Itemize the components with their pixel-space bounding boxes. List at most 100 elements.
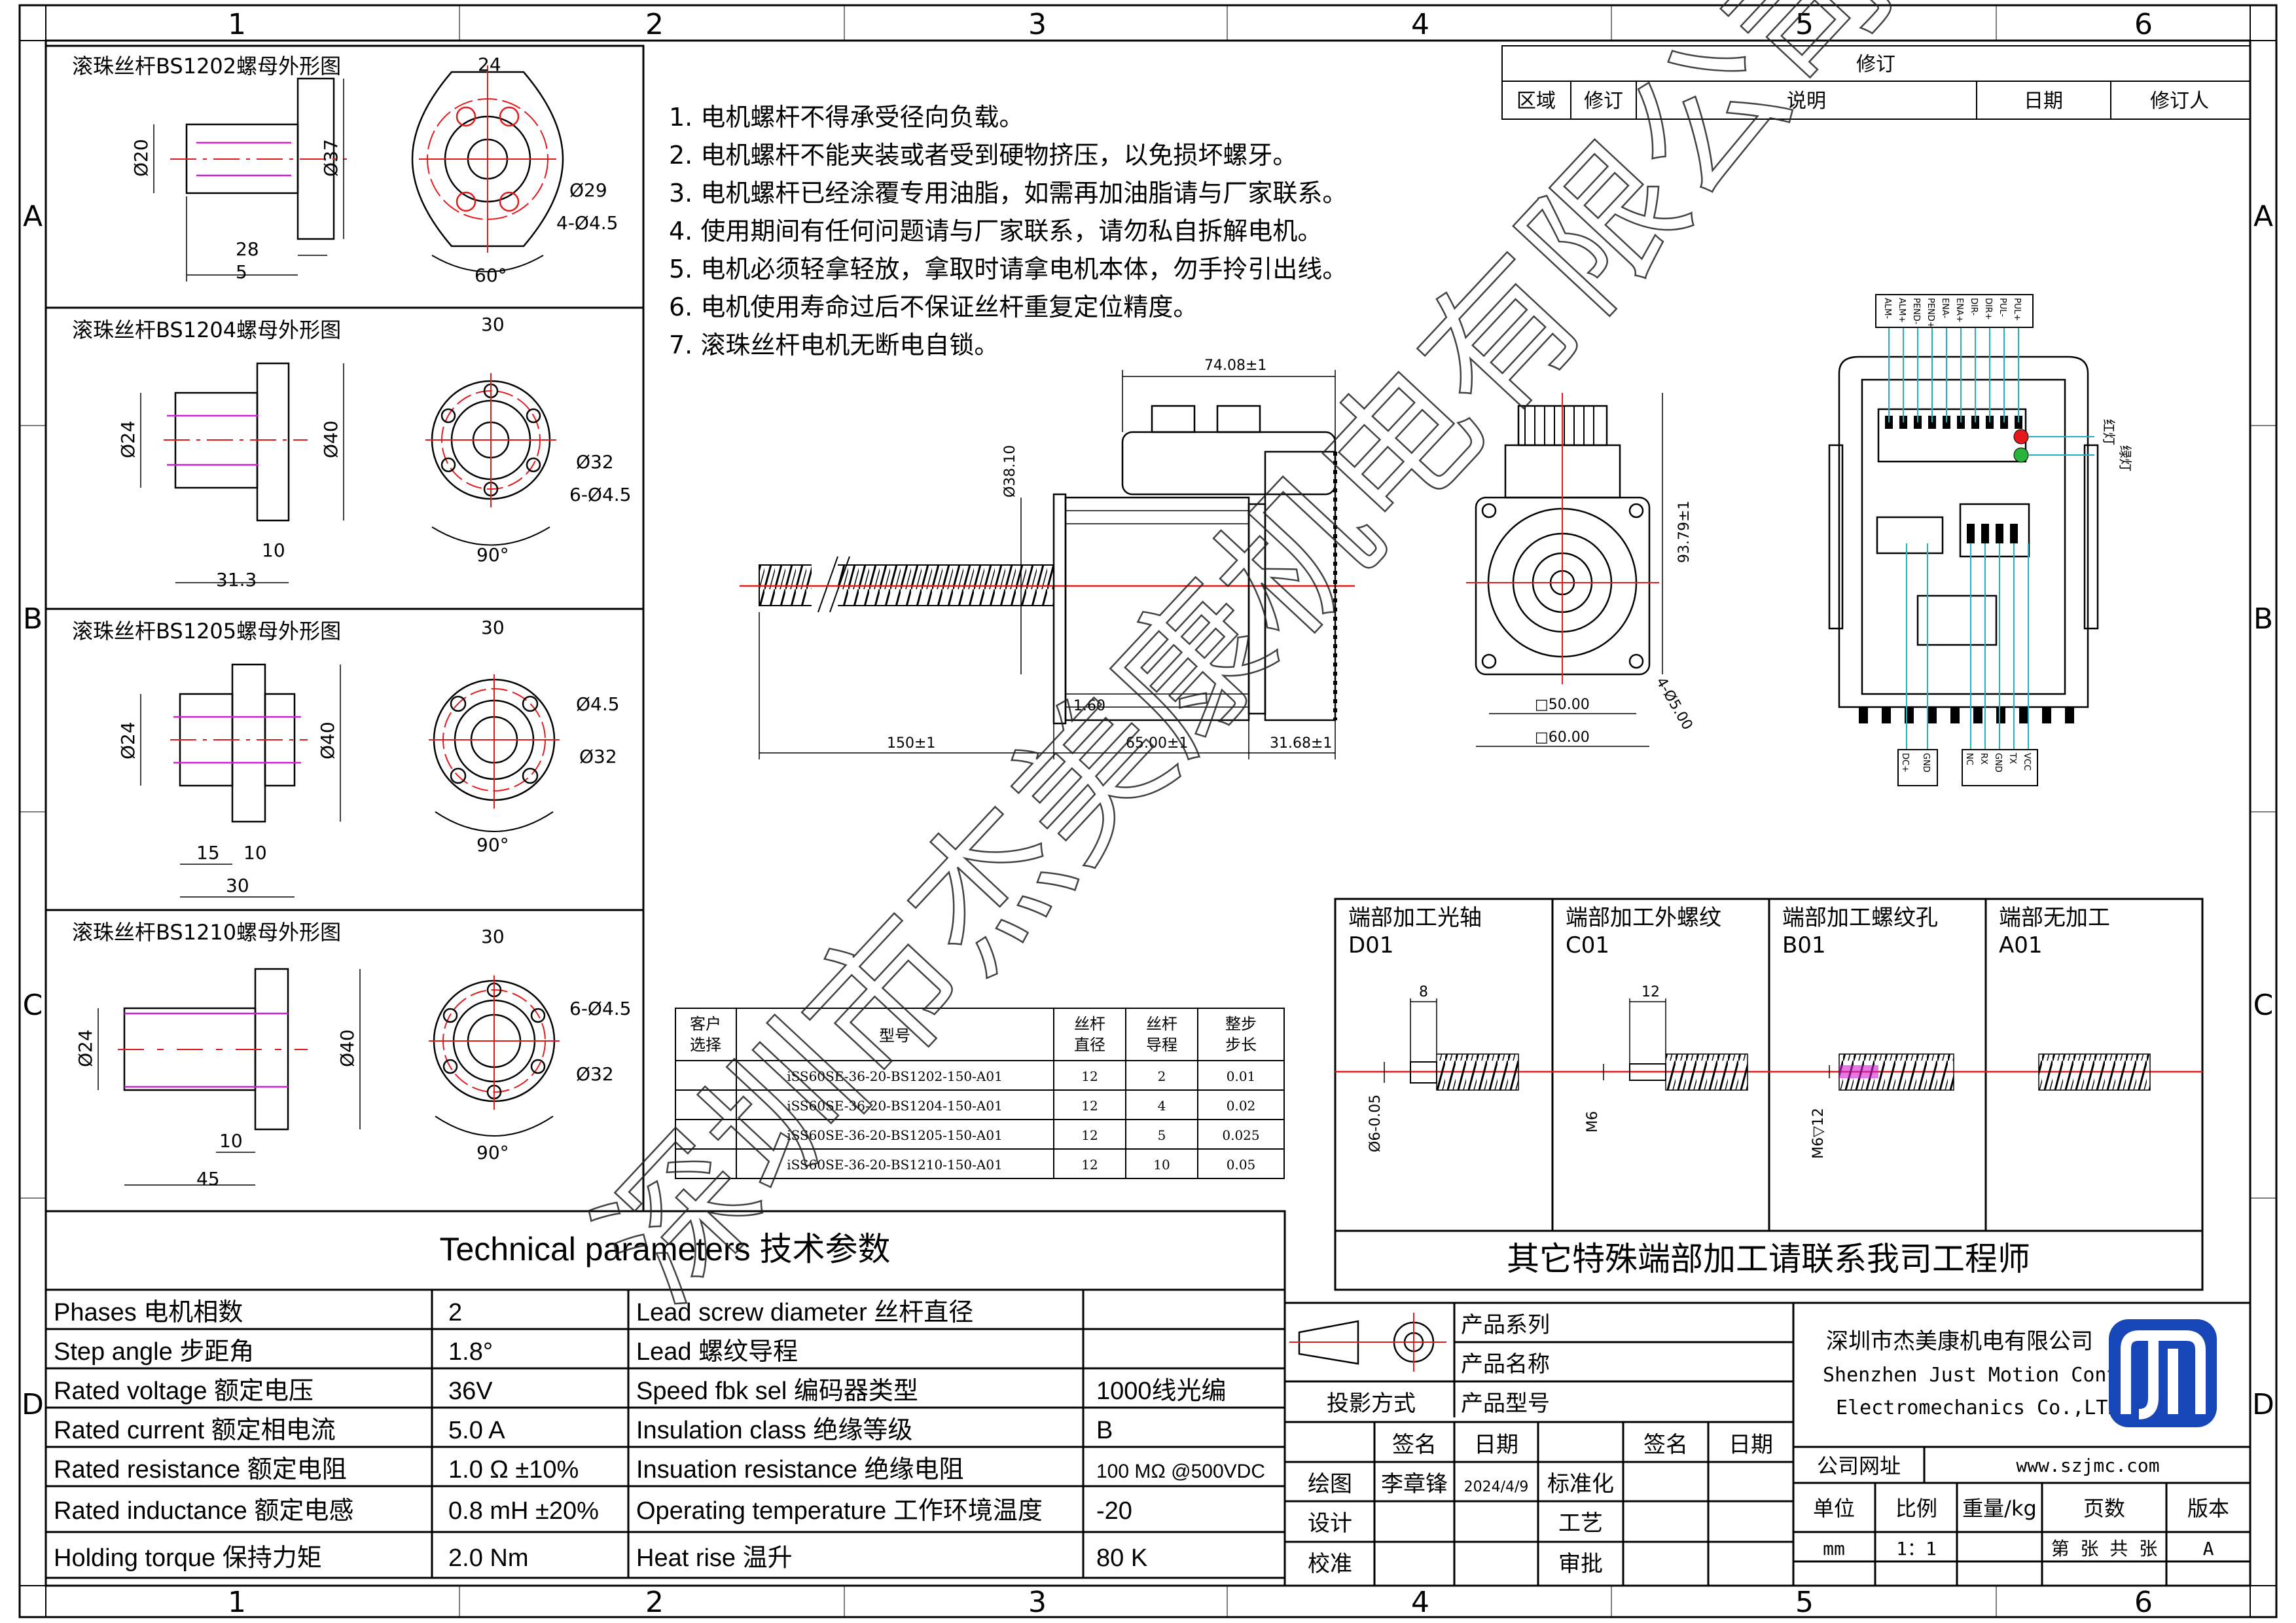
dim: Ø24 (117, 420, 139, 458)
title-block: 产品系列 产品名称 产品型号 投影方式 签名 日期 签名 日期 绘图 李章锋 2… (1283, 1302, 2251, 1587)
dim: Ø37 (320, 139, 342, 177)
dim: 30 (481, 617, 505, 638)
company-en: Shenzhen Just Motion Control (1823, 1364, 2154, 1387)
dim: 74.08±1 (1204, 357, 1266, 374)
pin-label: ENA+ (1954, 298, 1964, 323)
col-label: 2 (645, 8, 664, 41)
table-header: 选择 (690, 1036, 721, 1054)
dim: Ø38.10 (1002, 445, 1018, 498)
tb-label: 签名 (1392, 1432, 1437, 1458)
table-cell: 5 (1158, 1127, 1166, 1143)
tech-value: 80 K (1096, 1544, 1147, 1572)
tb-label: 工艺 (1558, 1510, 1603, 1537)
nut-title: 滚珠丝杆BS1202螺母外形图 (72, 54, 341, 79)
tech-table: Technical parameters 技术参数 Phases 电机相数 2 … (45, 1210, 1286, 1579)
tb-value: 李章锋 (1381, 1471, 1448, 1497)
company-logo (2109, 1319, 2217, 1427)
website: www.szjmc.com (2016, 1455, 2159, 1476)
dim: 4-Ø5.00 (1653, 675, 1696, 733)
tb-label: 产品名称 (1461, 1351, 1550, 1377)
pin-label: PUL- (1998, 298, 2007, 317)
col-label: 2 (645, 1586, 664, 1619)
tb-label: 单位 (1813, 1496, 1855, 1521)
tech-label: Heat rise 温升 (636, 1544, 793, 1572)
end-title: 端部加工光轴 (1348, 905, 1482, 931)
col-label: 1 (228, 8, 246, 41)
pin-label: VCC (2022, 753, 2032, 771)
company-en: Electromechanics Co.,LTD (1836, 1396, 2119, 1419)
dim: Ø24 (117, 721, 139, 759)
tech-label: Operating temperature 工作环境温度 (636, 1497, 1043, 1525)
nut-panel-1204: 滚珠丝杆BS1204螺母外形图 Ø24 Ø40 10 31.3 30 Ø32 6… (72, 314, 632, 591)
col-label: 6 (2134, 8, 2153, 41)
row-label: A (2253, 200, 2273, 233)
led-label: 绿灯 (2117, 445, 2133, 471)
dim: Ø20 (130, 139, 152, 177)
tb-label: 公司网址 (1817, 1453, 1901, 1478)
table-cell: 0.05 (1227, 1157, 1256, 1173)
tech-title: Technical parameters 技术参数 (439, 1231, 890, 1267)
tech-label: Step angle 步距角 (54, 1338, 254, 1366)
nut-panel-1210: 滚珠丝杆BS1210螺母外形图 Ø24 Ø40 10 45 30 6-Ø4.5 … (72, 920, 632, 1190)
tb-label: 绘图 (1308, 1471, 1352, 1497)
table-cell: 12 (1081, 1068, 1098, 1084)
dim: Ø6-0.05 (1367, 1095, 1384, 1152)
nut-title: 滚珠丝杆BS1210螺母外形图 (72, 920, 341, 945)
tech-value: 0.8 mH ±20% (448, 1497, 599, 1525)
dim: 4-Ø4.5 (556, 212, 619, 234)
table-cell: 0.01 (1227, 1068, 1256, 1084)
dim: Ø32 (576, 451, 614, 473)
row-label: B (23, 602, 43, 636)
table-cell: iSS60SE-36-20-BS1205-150-A01 (787, 1127, 1003, 1143)
revision-block: 修订 区域 修订 说明 日期 修订人 (1501, 45, 2251, 120)
tech-value: -20 (1096, 1497, 1132, 1525)
col-label: 4 (1411, 8, 1429, 41)
col-label: 4 (1411, 1586, 1429, 1619)
row-label: D (22, 1388, 44, 1421)
nut-panel-1202: 滚珠丝杆BS1202螺母外形图 Ø20 Ø37 28 5 24 Ø29 4-Ø4… (72, 54, 619, 286)
red-led (2013, 429, 2029, 445)
dim: 31.68±1 (1270, 735, 1332, 752)
dim: 6-Ø4.5 (569, 998, 632, 1019)
end-code: D01 (1348, 932, 1393, 958)
note-line: 6. 电机使用寿命过后不保证丝杆重复定位精度。 (669, 293, 1198, 321)
dim: 30 (226, 875, 249, 896)
dim: Ø32 (576, 1063, 614, 1085)
tb-label: 投影方式 (1327, 1391, 1416, 1417)
dim: 30 (481, 314, 505, 335)
tech-label: Holding torque 保持力矩 (54, 1544, 322, 1572)
table-cell: 12 (1081, 1098, 1098, 1114)
revision-title: 修订 (1856, 53, 1895, 76)
driver-connector-view: ALM- ALM+ PEND- PEND+ ENA- ENA+ DIR- DIR… (1828, 294, 2133, 786)
col-label: 3 (1028, 1586, 1047, 1619)
dim: 90° (476, 544, 509, 566)
table-cell: 10 (1153, 1157, 1170, 1173)
tech-value: 5.0 A (448, 1417, 505, 1444)
tb-label: 重量/kg (1962, 1496, 2037, 1521)
green-led (2013, 447, 2029, 463)
dim: 60° (475, 264, 507, 286)
col-label: 1 (228, 1586, 246, 1619)
dim: Ø40 (336, 1029, 358, 1067)
table-cell: 12 (1081, 1157, 1098, 1173)
dim: □60.00 (1535, 729, 1590, 746)
col-labels-top: 1 2 3 4 5 6 (228, 8, 2153, 41)
pin-label: RX (1979, 753, 1988, 765)
model-table: 客户 选择 型号 丝杆 直径 丝杆 导程 整步 步长 iSS60SE-36-20… (675, 1008, 1285, 1179)
dim: 31.3 (216, 569, 257, 591)
tech-label: Insuation resistance 绝缘电阻 (636, 1456, 964, 1484)
tb-label: 校准 (1308, 1551, 1352, 1577)
dim: Ø40 (320, 420, 342, 458)
dim: 12 (1641, 984, 1660, 1000)
tech-label: Rated voltage 额定电压 (54, 1377, 314, 1405)
note-line: 7. 滚珠丝杆电机无断电自锁。 (669, 331, 999, 359)
tech-label: Rated inductance 额定电感 (54, 1497, 353, 1525)
pin-label: NC (1964, 753, 1974, 765)
dim: 24 (478, 54, 501, 75)
tb-label: 审批 (1558, 1551, 1603, 1577)
pin-label: PUL+ (2012, 298, 2022, 321)
note-line: 5. 电机必须轻拿轻放，拿取时请拿电机本体，勿手拎引出线。 (669, 255, 1347, 283)
table-cell: iSS60SE-36-20-BS1204-150-A01 (787, 1098, 1003, 1114)
row-label: A (23, 200, 43, 233)
tech-label: Insulation class 绝缘等级 (636, 1417, 912, 1444)
